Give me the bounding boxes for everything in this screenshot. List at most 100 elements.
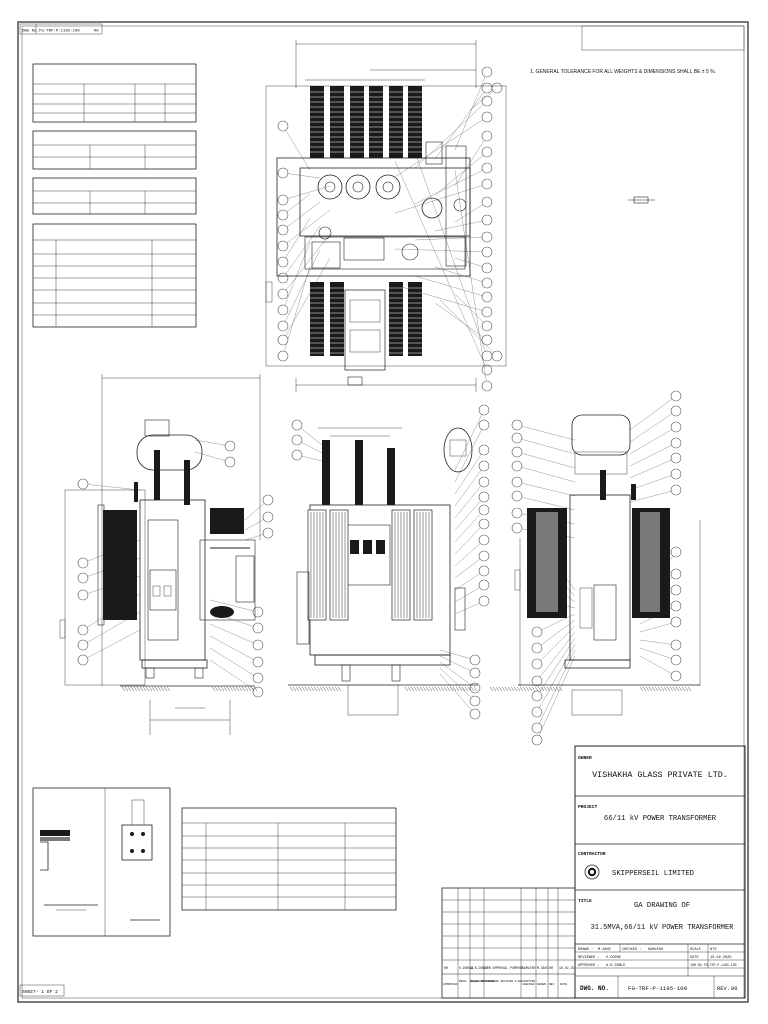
callout-bubble bbox=[291, 449, 323, 462]
callout-bubble bbox=[454, 419, 490, 483]
callout-bubble bbox=[454, 444, 490, 495]
callout-bubble bbox=[394, 111, 493, 178]
contractor-name: SKIPPERSEIL LIMITED bbox=[612, 870, 694, 878]
callout-bubble bbox=[394, 160, 493, 376]
callout-bubble bbox=[209, 635, 264, 668]
callout-bubble bbox=[454, 66, 493, 151]
rev-row-approved: 00 bbox=[444, 967, 448, 971]
callout-bubble bbox=[454, 491, 490, 531]
callout-bubble bbox=[454, 169, 493, 392]
callout-bubble bbox=[414, 151, 493, 362]
rev-row-date: 10.02.25 bbox=[559, 966, 574, 970]
callout-bubble bbox=[511, 446, 576, 469]
callout-bubble bbox=[277, 217, 311, 268]
callout-bubble bbox=[629, 421, 682, 455]
drawn-label: DRAWN : bbox=[578, 948, 593, 952]
callout-bubble bbox=[277, 209, 331, 252]
front-radiator-panel bbox=[391, 509, 411, 621]
callout-bubble bbox=[439, 655, 481, 679]
callout-bubble bbox=[194, 439, 236, 452]
callout-bubble bbox=[454, 476, 490, 519]
rev-hdr-elec: ELEC. REVIEWED bbox=[471, 980, 496, 983]
callout-bubble bbox=[77, 478, 141, 491]
rev-hdr-drawn: DRAWN bbox=[537, 983, 546, 986]
reviewed-label: REVIEWED : bbox=[578, 956, 600, 960]
front-radiator-panel bbox=[413, 509, 433, 621]
callout-bubble bbox=[209, 599, 264, 618]
callout-bubble bbox=[639, 647, 682, 666]
callout-bubble bbox=[531, 625, 576, 670]
rating-table-1 bbox=[32, 63, 197, 123]
callout-bubble bbox=[277, 233, 331, 300]
callout-bubble bbox=[434, 266, 493, 289]
callout-bubble bbox=[194, 451, 236, 468]
rating-table-4 bbox=[32, 223, 197, 328]
rev-row-rev: 00 bbox=[549, 967, 553, 971]
callout-bubble bbox=[414, 275, 493, 303]
callout-bubble bbox=[394, 178, 493, 214]
callout-bubbles bbox=[77, 66, 682, 746]
front-elevation bbox=[288, 427, 478, 716]
callout-bubble bbox=[277, 225, 321, 284]
job-value: FG-TRF-P-1195-100 bbox=[704, 963, 737, 967]
title-line2: 31.5MVA,66/11 kV POWER TRANSFORMER bbox=[591, 924, 735, 932]
sheet-label: SHEET- 1 OF 2 bbox=[22, 989, 58, 995]
plan-radiator-top bbox=[310, 86, 324, 158]
callout-bubble bbox=[394, 246, 493, 258]
callout-bubble bbox=[439, 673, 481, 720]
checked-by: KAMLESH bbox=[648, 948, 663, 952]
callout-bubble bbox=[629, 484, 682, 503]
callout-bubble bbox=[439, 649, 481, 666]
rev-label: REV. bbox=[717, 986, 730, 992]
callout-bubble bbox=[291, 434, 323, 454]
rev-row-drawn: M.SAHI bbox=[537, 966, 549, 970]
callout-bubble bbox=[639, 639, 682, 651]
left-side-elevation bbox=[59, 374, 261, 735]
callout-bubble bbox=[434, 82, 493, 160]
scale-label: SCALE bbox=[690, 948, 701, 952]
callout-bubble bbox=[434, 214, 493, 232]
date-value: 10.02.2025 bbox=[710, 956, 732, 960]
callout-bubble bbox=[531, 631, 576, 687]
callout-bubble bbox=[454, 579, 490, 603]
plan-radiator-top bbox=[408, 86, 422, 158]
plan-view bbox=[265, 40, 507, 392]
rev-value: 00 bbox=[731, 986, 737, 992]
callout-bubble bbox=[454, 550, 490, 579]
callout-bubble bbox=[277, 167, 321, 179]
callout-bubble bbox=[77, 629, 141, 666]
callout-bubble bbox=[291, 419, 323, 446]
contractor-logo bbox=[584, 864, 600, 880]
callout-bubble bbox=[629, 437, 682, 467]
callout-bubble bbox=[531, 655, 576, 746]
callout-bubble bbox=[209, 659, 264, 698]
plan-radiator-bottom bbox=[408, 282, 422, 356]
project-label: PROJECT bbox=[578, 804, 598, 810]
callout-bubble bbox=[531, 643, 576, 718]
title-line1: GA DRAWING OF bbox=[634, 902, 690, 910]
rev-hdr-mech: MECH. REVIEWED bbox=[459, 980, 484, 983]
rev-hdr-checked: CHECKED bbox=[522, 983, 535, 986]
callout-bubble bbox=[454, 130, 493, 187]
rev-row-nature: FOR APPROVAL PURPOSE bbox=[485, 966, 523, 970]
callout-bubble bbox=[511, 432, 576, 455]
callout-bubble bbox=[414, 162, 493, 205]
reviewed-by: V.DODGE bbox=[606, 956, 621, 960]
callout-bubble bbox=[277, 120, 311, 171]
plan-radiator-top bbox=[369, 86, 383, 158]
front-radiator-panel bbox=[329, 509, 349, 621]
dwg-no-label: DWG. NO. bbox=[580, 985, 609, 992]
callout-bubble bbox=[629, 452, 682, 479]
plan-radiator-bottom bbox=[389, 282, 403, 356]
callout-bubble bbox=[454, 404, 490, 471]
callout-bubble bbox=[511, 460, 576, 483]
plan-radiator-bottom bbox=[310, 282, 324, 356]
rev-row-mech: V.DODGE bbox=[459, 967, 473, 971]
plan-radiators bbox=[310, 86, 422, 356]
project-name: 66/11 kV POWER TRANSFORMER bbox=[604, 815, 717, 823]
top-dwg-tab: DWG No. FG-TRF-P-1195-100 R0 bbox=[19, 23, 103, 35]
rating-table-3 bbox=[32, 177, 197, 215]
callout-bubble bbox=[531, 649, 576, 734]
callout-bubble bbox=[434, 146, 493, 196]
